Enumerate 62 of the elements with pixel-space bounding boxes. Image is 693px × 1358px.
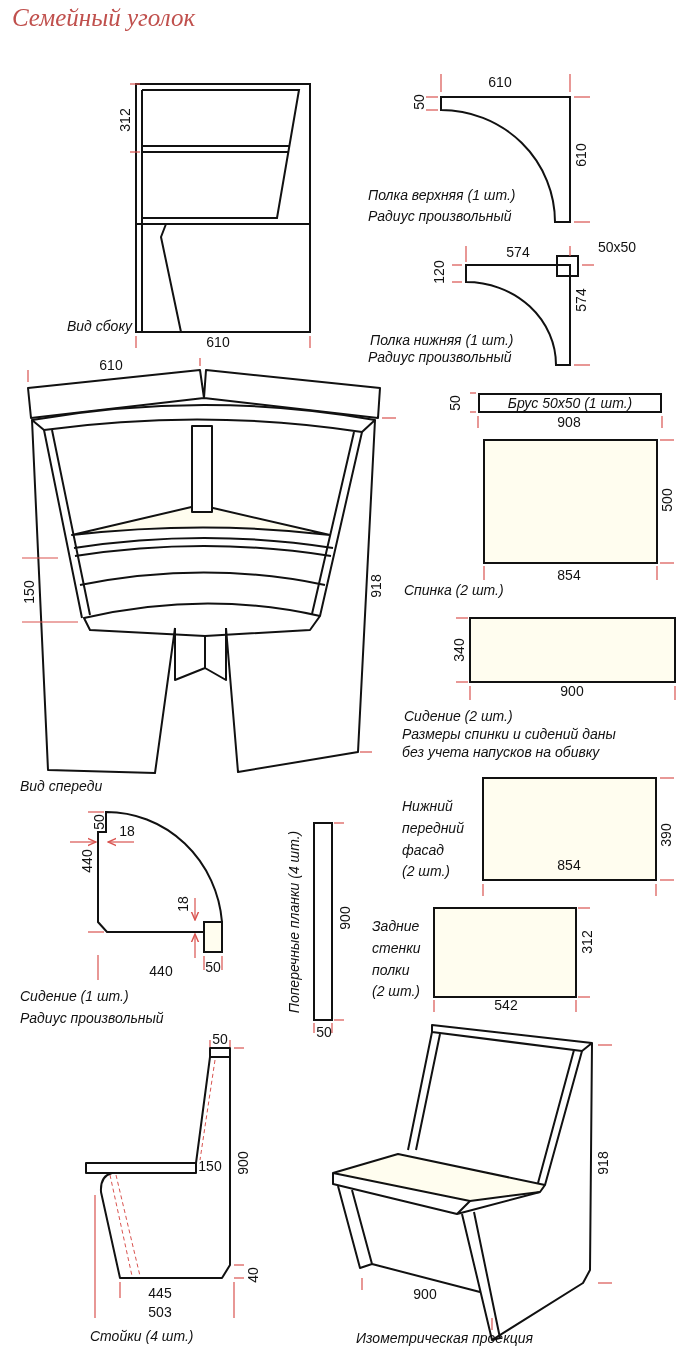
part-caption: Вид сбоку — [66, 319, 132, 335]
part-caption: Спинка (2 шт.) — [404, 583, 504, 599]
dimension-value: 50x50 — [598, 240, 637, 256]
dimension-value: 900 — [338, 906, 354, 930]
dimension-value: 312 — [118, 108, 134, 132]
dimension-value: 610 — [99, 358, 123, 374]
dimension-value: 50 — [448, 395, 464, 411]
part-caption: полки — [372, 963, 410, 979]
dimension-value: 440 — [149, 964, 173, 980]
part-caption: Сидение (2 шт.) — [404, 709, 513, 725]
dimension-value: 40 — [246, 1267, 262, 1283]
part-caption: (2 шт.) — [402, 864, 450, 880]
part-caption: Размеры спинки и сидений даны — [402, 727, 616, 743]
dimension-value: 900 — [560, 684, 584, 700]
dimension-value: 312 — [580, 930, 596, 954]
dimension-value: 440 — [80, 849, 96, 873]
dimension-value: 445 — [148, 1286, 172, 1302]
dimension-value: 390 — [659, 823, 675, 847]
dimension-value: 918 — [596, 1151, 612, 1175]
dimension-value: 610 — [206, 335, 230, 351]
dimension-value: 150 — [22, 580, 38, 604]
timber-bar-panel: Брус 50x50 (1 шт.) — [478, 393, 662, 413]
dimension-value: 503 — [148, 1305, 172, 1321]
part-caption: стенки — [372, 941, 421, 957]
dimension-value: 908 — [557, 415, 581, 431]
part-caption: Сидение (1 шт.) — [20, 989, 129, 1005]
dimension-value: 50 — [412, 94, 428, 110]
part-caption: (2 шт.) — [372, 984, 420, 1000]
part-caption: без учета напусков на обивку — [402, 745, 600, 761]
dimension-value: 574 — [574, 288, 590, 312]
dimension-value: 500 — [660, 488, 676, 512]
dimension-value: 574 — [506, 245, 530, 261]
part-caption: Полка верхняя (1 шт.) — [368, 188, 516, 204]
dimension-value: 50 — [92, 814, 108, 830]
part-caption: Радиус произвольный — [20, 1011, 164, 1027]
dimension-value: 854 — [557, 568, 581, 584]
dimension-value: 50 — [212, 1032, 228, 1048]
dimension-value: 900 — [236, 1151, 252, 1175]
dimension-value: 50 — [205, 960, 221, 976]
dimension-value: 610 — [574, 143, 590, 167]
part-caption: передний — [402, 821, 464, 837]
dimension-value: 120 — [432, 260, 448, 284]
dimension-value: 610 — [488, 75, 512, 91]
dimension-value: 150 — [198, 1159, 222, 1175]
dimension-value: 18 — [176, 896, 192, 912]
part-caption: Нижний — [402, 799, 453, 815]
dimension-value: 340 — [452, 638, 468, 662]
part-caption: Полка нижняя (1 шт.) — [370, 333, 514, 349]
part-caption: Радиус произвольный — [368, 350, 512, 366]
part-caption: Вид спереди — [20, 779, 103, 795]
dimension-value: 918 — [369, 574, 385, 598]
dimension-value: 50 — [316, 1025, 332, 1041]
dimension-value: 900 — [413, 1287, 437, 1303]
dimension-value: 854 — [557, 858, 581, 874]
dimension-value: 18 — [119, 824, 135, 840]
page-title: Семейный уголок — [12, 4, 196, 32]
part-caption: Стойки (4 шт.) — [90, 1329, 194, 1345]
part-caption: Поперечные планки (4 шт.) — [287, 830, 303, 1014]
part-caption: Задние — [372, 919, 420, 935]
dimension-value: 542 — [494, 998, 518, 1014]
part-caption: фасад — [402, 843, 444, 859]
part-caption: Радиус произвольный — [368, 209, 512, 225]
